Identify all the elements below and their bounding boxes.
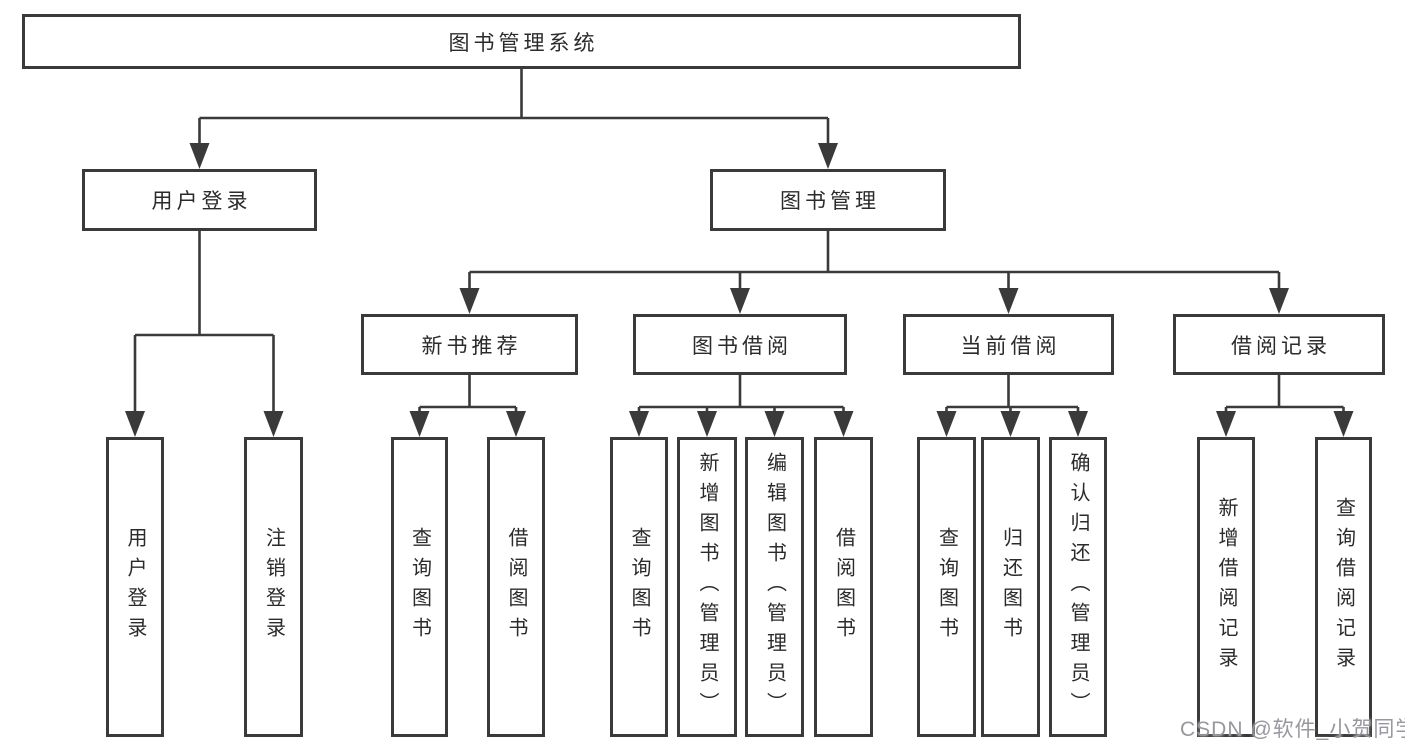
leaf-return-books: 归还图书 [981,437,1040,737]
node-label: 借阅图书 [832,527,855,647]
node-label: 查询借阅记录 [1332,497,1355,677]
node-book-management: 图书管理 [710,169,946,231]
node-new-book-recommend: 新书推荐 [361,314,578,375]
node-library-management-system: 图书管理系统 [22,14,1021,69]
node-label: 编辑图书（管理员） [763,452,786,722]
csdn-watermark: CSDN @软件_小贺同学 [1180,718,1405,741]
node-label: 借阅记录 [1231,334,1331,358]
leaf-add-books-admin: 新增图书（管理员） [677,437,737,737]
node-borrow-records: 借阅记录 [1173,314,1385,375]
node-label: 查询图书 [408,527,431,647]
leaf-borrow-books: 借阅图书 [814,437,873,737]
node-label: 确认归还（管理员） [1067,452,1089,722]
node-label: 新增图书（管理员） [696,452,718,722]
node-label: 图书管理 [780,190,880,213]
node-label: 用户登录 [124,527,146,647]
leaf-edit-books-admin: 编辑图书（管理员） [745,437,804,737]
node-label: 借阅图书 [505,527,527,647]
node-user-login: 用户登录 [82,169,317,231]
leaf-borrow-books-recommend: 借阅图书 [487,437,545,737]
node-book-borrowing: 图书借阅 [633,314,847,375]
node-label: 新增借阅记录 [1215,497,1237,677]
arrowhead-icons [125,143,1354,437]
node-label: 归还图书 [999,527,1022,647]
node-label: 查询图书 [935,527,958,647]
node-label: 注销登录 [262,527,285,647]
node-label: 图书借阅 [692,334,792,358]
leaf-query-books-current: 查询图书 [917,437,976,737]
node-label: 当前借阅 [960,334,1061,358]
node-label: 新书推荐 [421,334,522,358]
leaf-confirm-return-admin: 确认归还（管理员） [1049,437,1107,737]
node-label: 查询图书 [628,527,650,647]
leaf-logout: 注销登录 [244,437,303,737]
leaf-user-login: 用户登录 [106,437,164,737]
node-label: 用户登录 [151,190,252,213]
node-current-borrowing: 当前借阅 [903,314,1114,375]
leaf-query-books-borrowing: 查询图书 [610,437,668,737]
node-label: 图书管理系统 [448,31,599,55]
leaf-add-borrow-record: 新增借阅记录 [1197,437,1255,737]
leaf-query-books-recommend: 查询图书 [391,437,448,737]
leaf-query-borrow-record: 查询借阅记录 [1315,437,1372,737]
